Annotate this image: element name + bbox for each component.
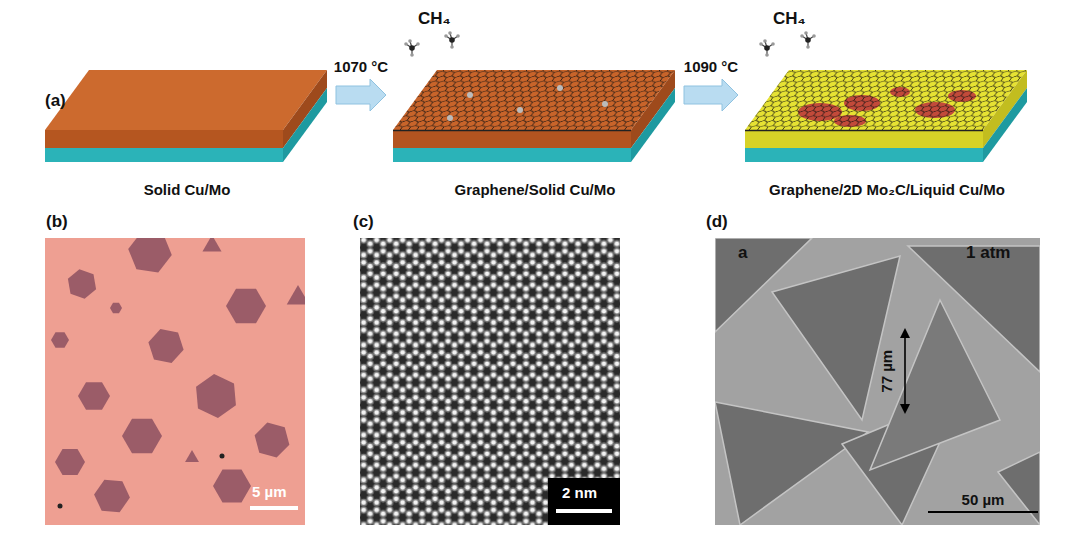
process-arrow — [336, 79, 386, 111]
scale-patch — [548, 478, 620, 525]
graphene-edge — [745, 130, 983, 132]
slab-front — [745, 130, 983, 148]
lattice — [360, 238, 620, 525]
gas-label: CH₄ — [418, 10, 451, 29]
pressure-label: 1 atm — [966, 244, 1010, 263]
slab-side — [631, 88, 675, 162]
slab-top — [393, 70, 675, 130]
sem-image — [715, 238, 1040, 525]
adatom — [467, 92, 473, 98]
temperature-label: 1070 °C — [334, 59, 388, 76]
slab-front — [393, 130, 631, 148]
graphene-slab — [393, 70, 675, 162]
scale-label: 2 nm — [562, 485, 597, 502]
slab-top — [45, 70, 327, 130]
adatom — [517, 107, 523, 113]
optical-image — [45, 230, 309, 525]
panel-label: (b) — [46, 213, 68, 232]
process-arrow — [684, 79, 738, 111]
scale-bar — [250, 506, 298, 510]
solid-slab — [45, 70, 327, 162]
slab-side — [283, 88, 327, 162]
adatom — [557, 85, 563, 91]
stage-caption: Graphene/Solid Cu/Mo — [389, 181, 681, 198]
lattice-image — [360, 238, 620, 525]
scale-bar — [928, 511, 1038, 513]
dimension-arrow — [900, 328, 910, 414]
slab-base — [393, 148, 631, 162]
adatom — [602, 101, 608, 107]
adatom — [447, 115, 453, 121]
graphene-lattice — [393, 70, 675, 130]
panel-label: (a) — [45, 92, 66, 111]
graphene-domains — [51, 238, 305, 513]
slab-front — [45, 130, 283, 148]
slab-base — [45, 148, 283, 162]
process-stage: Graphene/2D Mo₂C/Liquid Cu/Mo — [741, 62, 1033, 204]
methane-molecules — [404, 31, 816, 57]
panel-label: (c) — [353, 213, 374, 232]
process-stage: Solid Cu/Mo — [41, 62, 333, 204]
dust-dot — [58, 504, 63, 509]
process-stage: Graphene/Solid Cu/Mo — [389, 62, 681, 204]
subpanel-label: a — [738, 244, 747, 263]
image-ground — [715, 238, 1040, 525]
graphene-edge — [393, 130, 631, 132]
graphene-lattice — [745, 70, 1027, 130]
temperature-label: 1090 °C — [684, 59, 738, 76]
slab-top — [745, 70, 1027, 130]
image-ground — [45, 238, 305, 525]
mo2c-slab — [745, 70, 1027, 162]
stage-caption: Graphene/2D Mo₂C/Liquid Cu/Mo — [741, 181, 1033, 198]
gas-label: CH₄ — [773, 10, 806, 29]
stage-caption: Solid Cu/Mo — [41, 181, 333, 198]
slab-side — [983, 88, 1027, 162]
scale-label: 50 µm — [962, 492, 1005, 509]
scale-bar — [556, 509, 612, 513]
slab-base — [745, 148, 983, 162]
scale-label: 5 µm — [252, 484, 287, 501]
dust-dot — [220, 454, 225, 459]
panel-label: (d) — [706, 213, 728, 232]
mo2c-triangles — [715, 238, 1040, 525]
dimension-label: 77 µm — [879, 350, 896, 393]
